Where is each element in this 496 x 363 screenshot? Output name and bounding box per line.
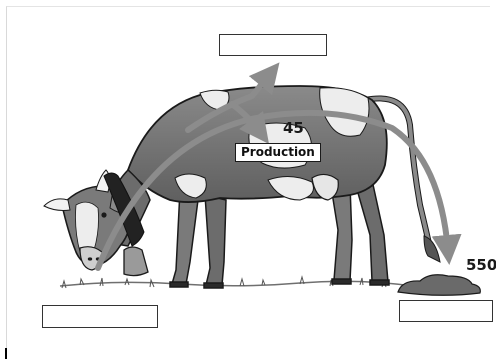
cow-bell xyxy=(124,247,148,276)
label-box-left[interactable] xyxy=(42,305,158,328)
label-box-right[interactable] xyxy=(399,300,493,322)
corner-mark xyxy=(5,348,7,359)
manure-value: 550 xyxy=(466,258,496,273)
label-box-top[interactable] xyxy=(219,34,327,56)
manure-pile xyxy=(398,275,480,296)
cow-tail-tuft xyxy=(424,236,440,262)
production-value: 45 xyxy=(283,121,304,136)
production-label: Production xyxy=(235,143,321,162)
